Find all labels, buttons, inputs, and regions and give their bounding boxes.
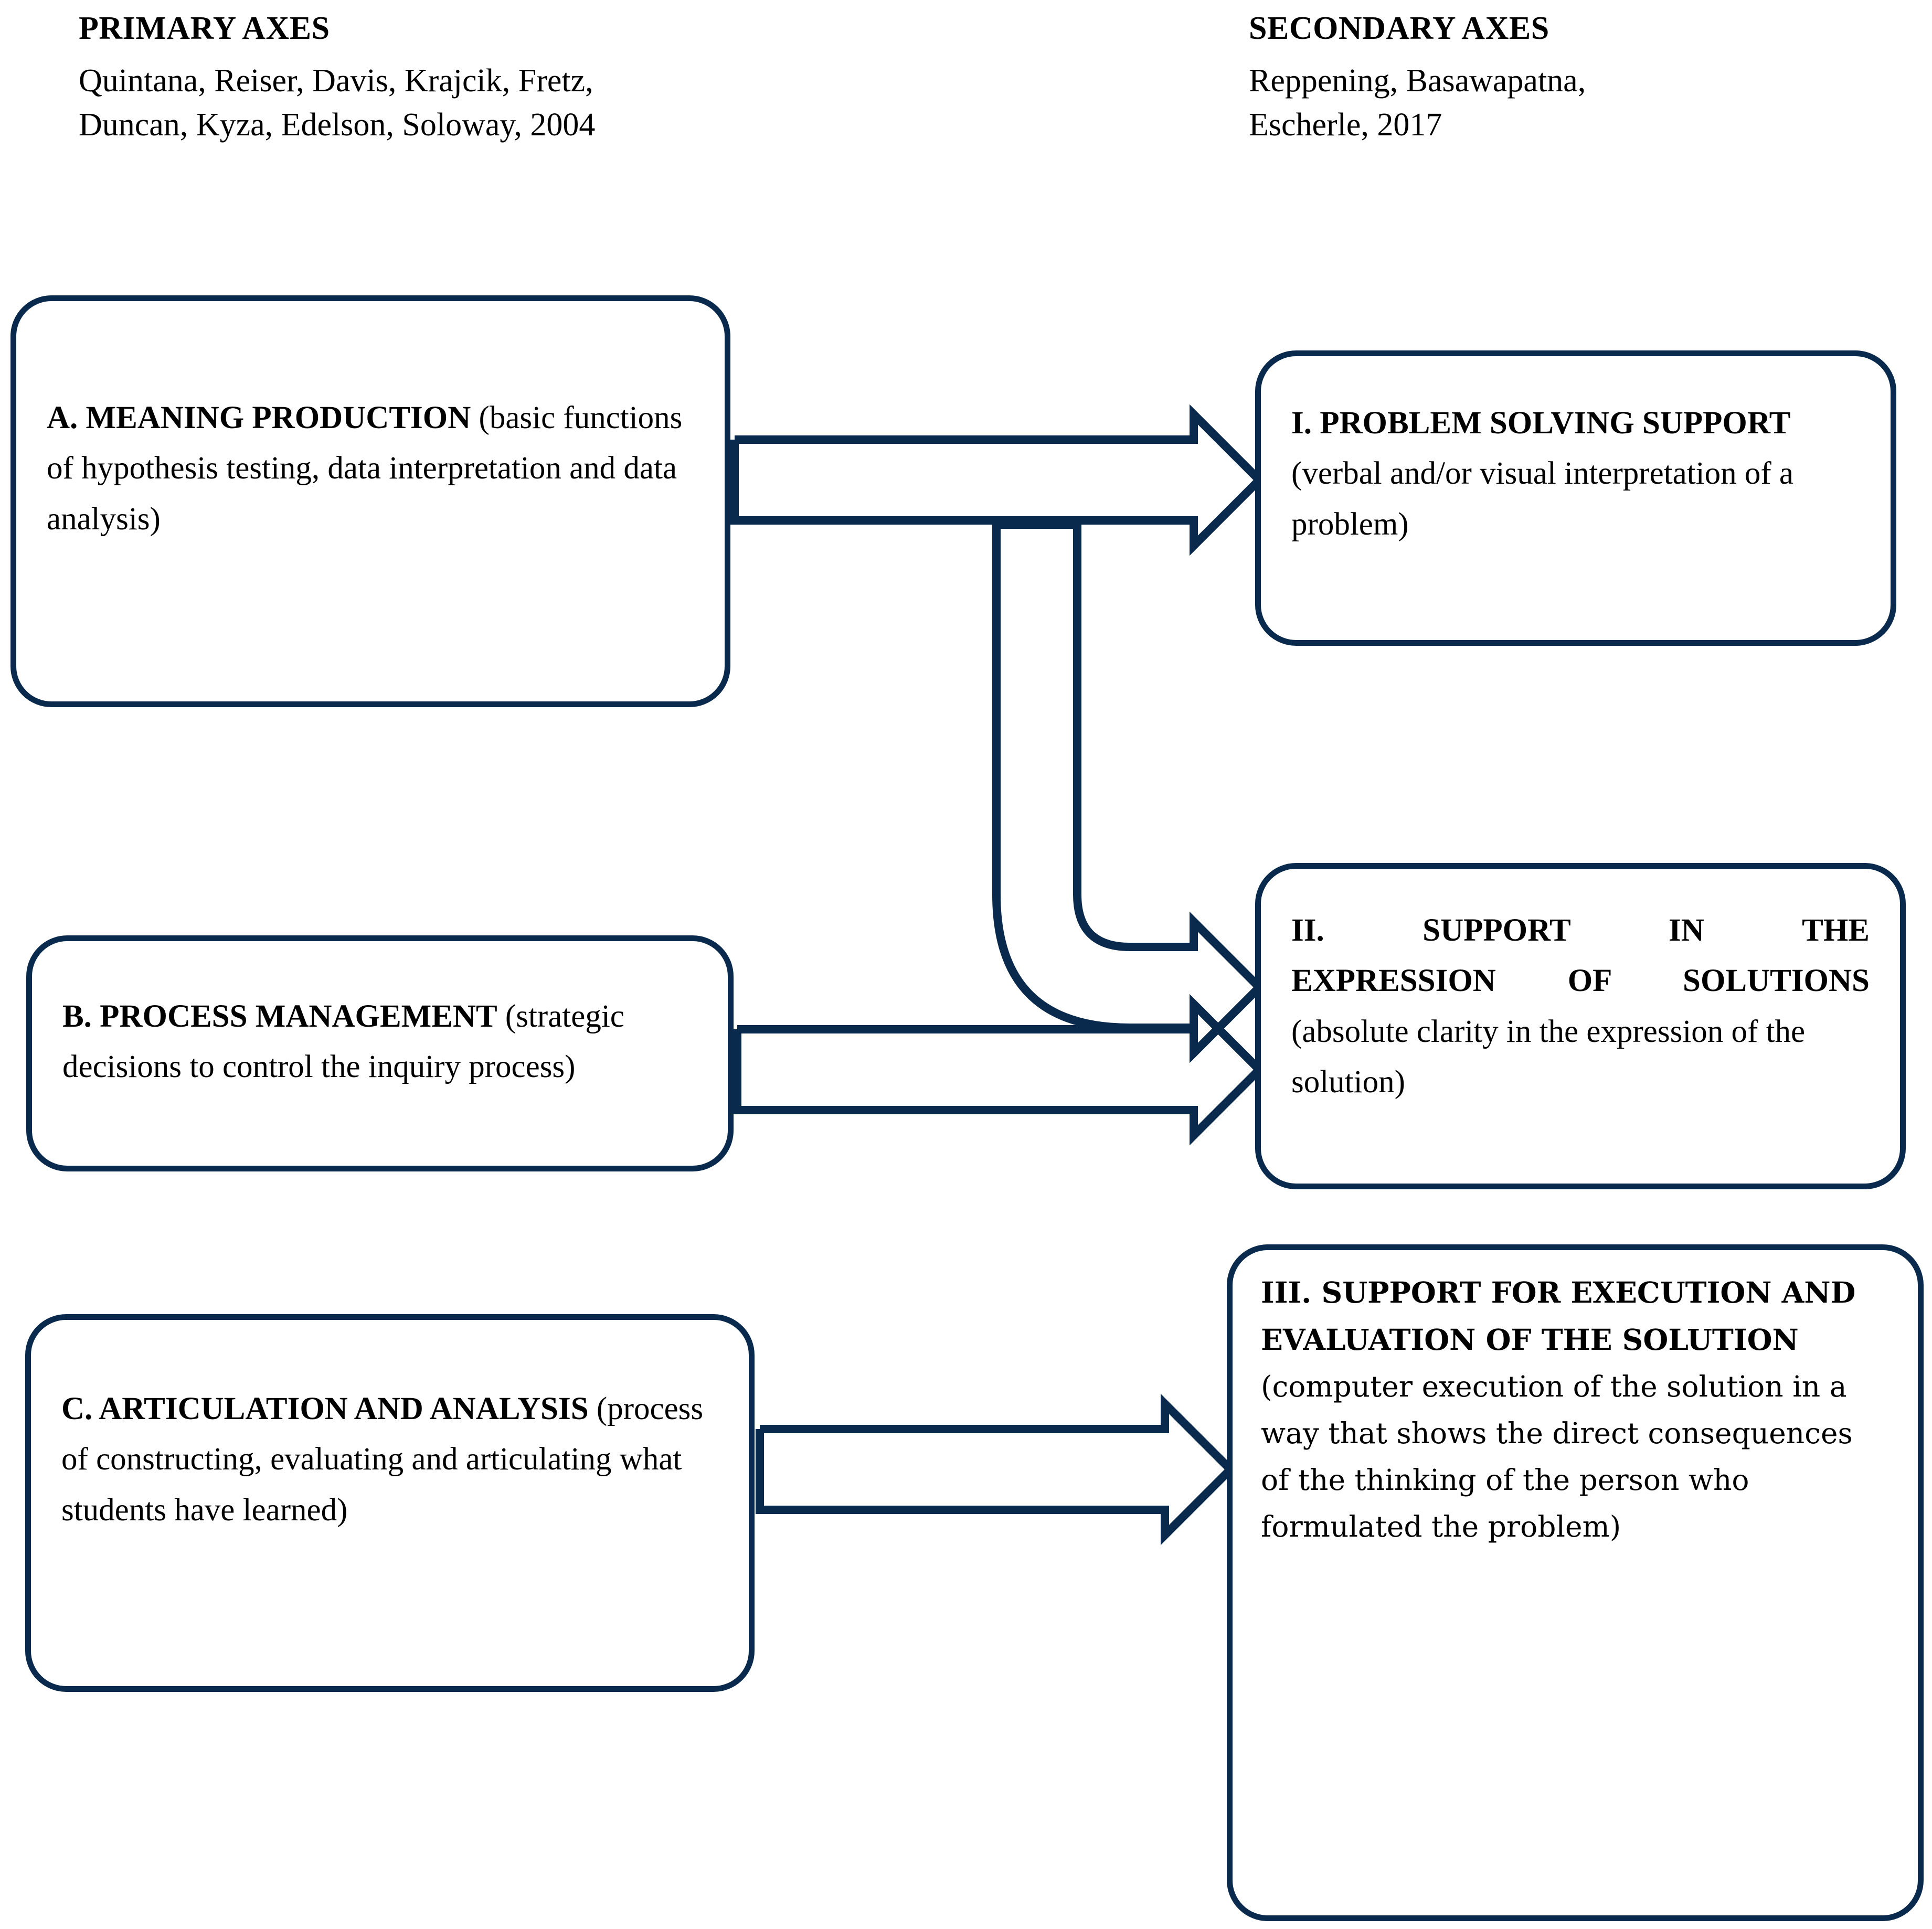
node-ii-support-expression-of-solutions[interactable]: II. SUPPORT IN THE EXPRESSION OF SOLUTIO… (1255, 863, 1906, 1189)
arrow-c-to-iii (756, 1393, 1237, 1546)
node-a-label: A. MEANING PRODUCTION (47, 400, 471, 435)
node-b-description: (strategic decisions to control the inqu… (62, 999, 624, 1085)
primary-citation-line-1: Quintana, Reiser, Davis, Krajcik, Fretz, (79, 63, 593, 99)
node-a-meaning-production[interactable]: A. MEANING PRODUCTION (basic functions o… (10, 295, 730, 707)
node-b-label: B. PROCESS MANAGEMENT (62, 999, 497, 1034)
node-c-articulation-and-analysis[interactable]: C. ARTICULATION AND ANALYSIS (process of… (25, 1314, 755, 1692)
arrow-a-to-i (730, 404, 1266, 556)
node-i-description: (verbal and/or visual interpretation of … (1291, 456, 1793, 542)
secondary-axes-citation: Reppening, Basawapatna, Escherle, 2017 (1249, 59, 1926, 147)
secondary-citation-line-2: Escherle, 2017 (1249, 106, 1442, 143)
primary-axes-citation: Quintana, Reiser, Davis, Krajcik, Fretz,… (79, 59, 971, 147)
secondary-citation-line-1: Reppening, Basawapatna, (1249, 63, 1586, 99)
node-a-description: (basic functions of hypothesis testing, … (47, 400, 683, 537)
node-iii-description: (computer execution of the solution in a… (1261, 1370, 1853, 1544)
node-i-problem-solving-support[interactable]: I. PROBLEM SOLVING SUPPORT (verbal and/o… (1255, 350, 1896, 646)
node-ii-description: (absolute clarity in the expression of t… (1291, 1014, 1806, 1100)
node-i-label: I. PROBLEM SOLVING SUPPORT (1291, 406, 1791, 441)
secondary-axes-header: SECONDARY AXES Reppening, Basawapatna, E… (1249, 10, 1926, 147)
primary-axes-header: PRIMARY AXES Quintana, Reiser, Davis, Kr… (79, 10, 971, 147)
arrow-a-to-ii (992, 520, 1266, 1063)
node-ii-label-line-1: II. SUPPORT IN THE (1291, 913, 1870, 948)
node-c-label: C. ARTICULATION AND ANALYSIS (61, 1391, 589, 1426)
secondary-axes-title: SECONDARY AXES (1249, 10, 1549, 46)
node-b-process-management[interactable]: B. PROCESS MANAGEMENT (strategic decisio… (26, 935, 734, 1171)
node-iii-support-execution-evaluation[interactable]: III. SUPPORT FOR EXECUTION AND EVALUATIO… (1227, 1244, 1924, 1921)
primary-citation-line-2: Duncan, Kyza, Edelson, Soloway, 2004 (79, 106, 596, 143)
node-c-description: (process of constructing, evaluating and… (61, 1391, 704, 1528)
node-ii-label-line-2: EXPRESSION OF SOLUTIONS (1291, 963, 1870, 999)
primary-axes-title: PRIMARY AXES (79, 10, 330, 46)
arrow-b-to-ii (733, 994, 1266, 1146)
node-iii-label: III. SUPPORT FOR EXECUTION AND EVALUATIO… (1261, 1275, 1856, 1357)
